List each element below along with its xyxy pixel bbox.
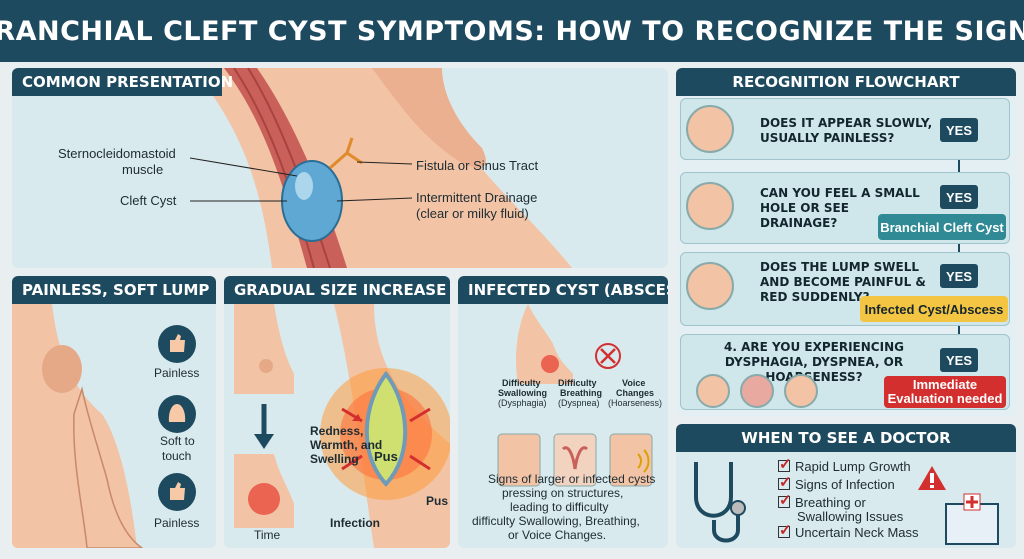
check-icon <box>778 491 792 509</box>
redness-label-2: Warmth, and <box>310 438 383 452</box>
check-icon <box>778 473 792 491</box>
infected-abscess-result: Infected Cyst/Abscess <box>860 296 1008 322</box>
doctor-illustration <box>694 462 999 545</box>
scm-label-2: muscle <box>122 162 164 177</box>
common-presentation-header: COMMON PRESENTATION <box>12 68 233 96</box>
dysphagia-label-b: Swallowing <box>498 388 548 398</box>
drainage-label: Intermittent Drainage <box>416 190 538 205</box>
flowchart-q2-line1: CAN YOU FEEL A SMALL <box>760 186 920 200</box>
immediate-label: Immediate <box>912 377 978 392</box>
common-presentation-panel: COMMON PRESENTATION Sternocleidomastoid … <box>12 68 668 268</box>
infected-desc-1: Signs of larger or infected cysts <box>488 472 656 486</box>
branchial-cleft-cyst-result: Branchial Cleft Cyst <box>878 214 1006 240</box>
infection-label: Infection <box>330 516 380 530</box>
size-increase-illustration <box>234 304 450 548</box>
lungs-icon <box>740 374 774 408</box>
flowchart-q4-line2: DYSPHAGIA, DYSPNEA, OR HOARSENESS? <box>724 355 904 384</box>
yes-badge-3: YES <box>940 264 978 288</box>
gradual-size-header: GRADUAL SIZE INCREASE <box>224 276 450 304</box>
flowchart-q1-line1: DOES IT APPEAR SLOWLY, <box>760 116 933 130</box>
infected-cyst-illustration <box>497 304 653 487</box>
checklist-breathing-label: Breathing or <box>795 495 866 510</box>
flowchart-q2-line2: HOLE OR SEE <box>760 201 849 215</box>
drainage-icon <box>686 182 734 230</box>
hoarseness-label-b: Changes <box>616 388 655 398</box>
flowchart-q3-line3: RED SUDDENLY? <box>760 290 870 304</box>
scm-label: Sternocleidomastoid <box>58 146 176 161</box>
painless-label-1: Painless <box>154 366 200 380</box>
evaluation-needed-label: Evaluation needed <box>887 391 1003 406</box>
gradual-size-panel: GRADUAL SIZE INCREASE Time Redness, Warm… <box>224 276 450 548</box>
hoarseness-label-a: Voice <box>622 378 646 388</box>
redness-label: Redness, <box>310 424 364 438</box>
check-icon <box>778 455 792 473</box>
fistula-label: Fistula or Sinus Tract <box>416 158 539 173</box>
infected-desc-2: pressing on structures, <box>502 486 624 500</box>
dyspnea-label-b: Breathing <box>560 388 603 398</box>
checklist-uncertain-mass: Uncertain Neck Mass <box>778 521 919 540</box>
flowchart-q1: DOES IT APPEAR SLOWLY,USUALLY PAINLESS? <box>760 116 932 146</box>
cleft-cyst-label: Cleft Cyst <box>120 193 177 208</box>
flowchart-q3-line2: AND BECOME PAINFUL & <box>760 275 926 289</box>
painless-lump-header: PAINLESS, SOFT LUMP <box>12 276 216 304</box>
checklist-rapid-growth-label: Rapid Lump Growth <box>795 459 911 474</box>
flowchart-q2-line3: DRAINAGE? <box>760 216 838 230</box>
yes-badge-2: YES <box>940 185 978 209</box>
dysphagia-label-a: Difficulty <box>502 378 541 388</box>
swelling-icon <box>686 262 734 310</box>
yes-badge-4: YES <box>940 348 978 372</box>
slow-growth-icon <box>686 105 734 153</box>
soft-touch-label-2: touch <box>162 449 192 463</box>
infected-cyst-panel: INFECTED CYST (ABSCESS) Difficulty Swall… <box>458 276 668 548</box>
throat-icon <box>696 374 730 408</box>
flowchart-q1-line2: USUALLY PAINLESS? <box>760 131 895 145</box>
soft-touch-label: Soft to <box>160 434 195 448</box>
pus-outside-label: Pus <box>426 494 449 508</box>
dyspnea-label-a: Difficulty <box>558 378 597 388</box>
pus-inside-label: Pus <box>374 449 398 464</box>
see-doctor-panel: WHEN TO SEE A DOCTOR Rapid Lump Growth S… <box>676 424 1016 548</box>
drainage-sublabel: (clear or milky fluid) <box>416 206 529 221</box>
redness-label-3: Swelling <box>310 452 359 466</box>
voice-icon <box>784 374 818 408</box>
flowchart-q3-line1: DOES THE LUMP SWELL <box>760 260 920 274</box>
flowchart-q4-line1: 4. ARE YOU EXPERIENCING <box>724 340 904 354</box>
dysphagia-label-c: (Dysphagia) <box>498 398 547 408</box>
check-icon <box>778 521 792 539</box>
checklist-uncertain-mass-label: Uncertain Neck Mass <box>795 525 919 540</box>
infected-desc-3: leading to difficulty <box>510 500 609 514</box>
infected-desc-5: or Voice Changes. <box>508 528 607 542</box>
checklist-breathing-line2: Swallowing Issues <box>797 509 904 524</box>
checklist-infection: Signs of Infection <box>778 473 895 492</box>
time-label: Time <box>254 528 281 542</box>
neck-lump-illustration <box>12 304 196 548</box>
hoarseness-label-c: (Hoarseness) <box>608 398 663 408</box>
page-title: BRANCHIAL CLEFT CYST SYMPTOMS: HOW TO RE… <box>0 0 1024 62</box>
painless-lump-panel: PAINLESS, SOFT LUMP Painless Soft to tou… <box>12 276 216 548</box>
see-doctor-header: WHEN TO SEE A DOCTOR <box>676 424 1016 452</box>
flowchart-header: RECOGNITION FLOWCHART <box>676 68 1016 96</box>
infected-desc-4: difficulty Swallowing, Breathing, <box>472 514 640 528</box>
infected-cyst-header: INFECTED CYST (ABSCESS) <box>458 276 668 304</box>
dyspnea-label-c: (Dyspnea) <box>558 398 600 408</box>
checklist-infection-label: Signs of Infection <box>795 477 895 492</box>
neck-anatomy-illustration <box>189 68 572 268</box>
checklist-breathing: Breathing or <box>778 491 866 510</box>
painless-label-2: Painless <box>154 516 200 530</box>
yes-badge-1: YES <box>940 118 978 142</box>
checklist-rapid-growth: Rapid Lump Growth <box>778 455 911 474</box>
